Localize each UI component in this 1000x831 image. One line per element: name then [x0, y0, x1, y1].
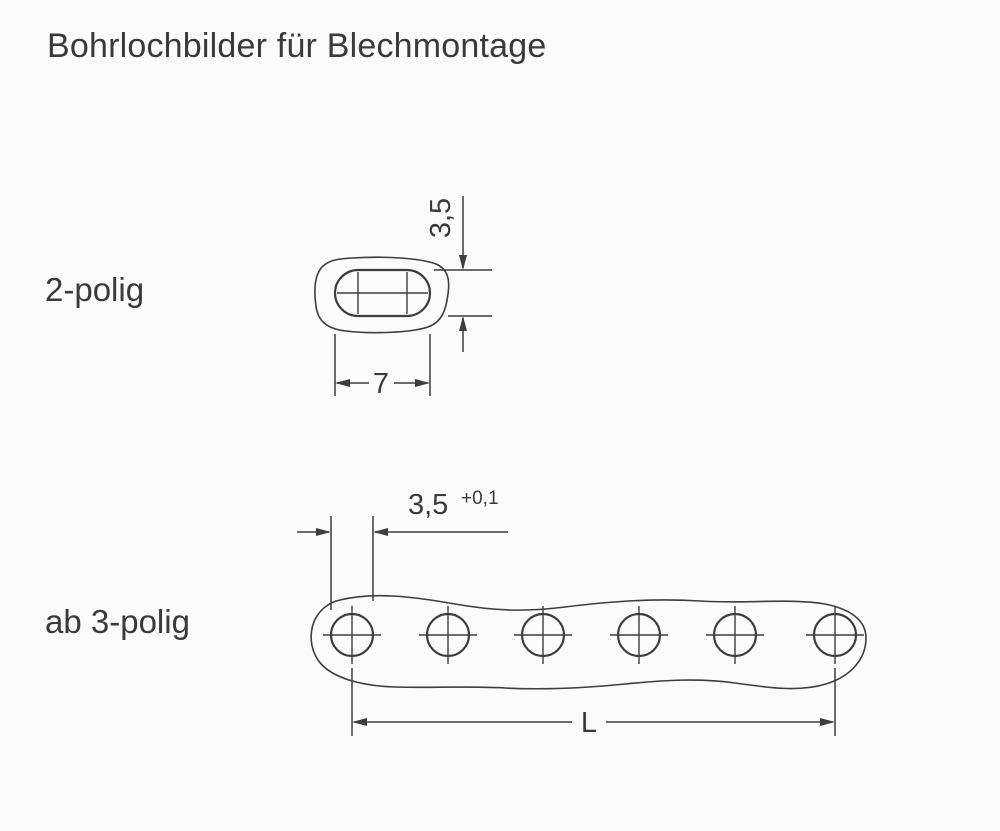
two-pole-label: 2-polig [45, 271, 144, 308]
arrow-down-icon [459, 255, 467, 270]
two-pole-outer-contour [314, 256, 450, 334]
arrow-left-icon [352, 718, 367, 726]
drill-hole-3 [514, 606, 572, 664]
dimension-hole-pitch: 3,5 +0,1 [297, 488, 508, 610]
two-pole-slot [333, 268, 432, 318]
multi-pole-drawing: ab 3-polig [45, 488, 867, 739]
drill-hole-2 [419, 606, 477, 664]
arrow-left-icon [335, 379, 350, 387]
drill-hole-6 [806, 606, 864, 664]
dim-value-hole-pitch: 3,5 [408, 489, 448, 521]
dim-value-slot-height: 3,5 [425, 198, 457, 238]
dimension-slot-width: 7 [334, 334, 431, 400]
arrow-right-icon [415, 379, 430, 387]
drill-hole-4 [610, 606, 668, 664]
dimension-total-length: L [351, 668, 836, 739]
two-pole-drawing: 2-polig 3,5 [45, 196, 492, 400]
multi-pole-outer-contour [310, 594, 867, 690]
dim-tolerance-hole-pitch: +0,1 [461, 488, 499, 509]
dim-value-total-length: L [581, 707, 597, 739]
multi-pole-label: ab 3-polig [45, 603, 190, 640]
arrow-right-icon [820, 718, 835, 726]
dimension-slot-height: 3,5 [425, 196, 492, 352]
dim-value-slot-width: 7 [373, 368, 389, 400]
drill-hole-5 [706, 606, 764, 664]
arrow-up-icon [459, 316, 467, 331]
drill-hole-1 [323, 606, 381, 664]
page-title: Bohrlochbilder für Blechmontage [47, 27, 546, 65]
arrow-left-icon [373, 528, 388, 536]
arrow-right-icon [316, 528, 331, 536]
